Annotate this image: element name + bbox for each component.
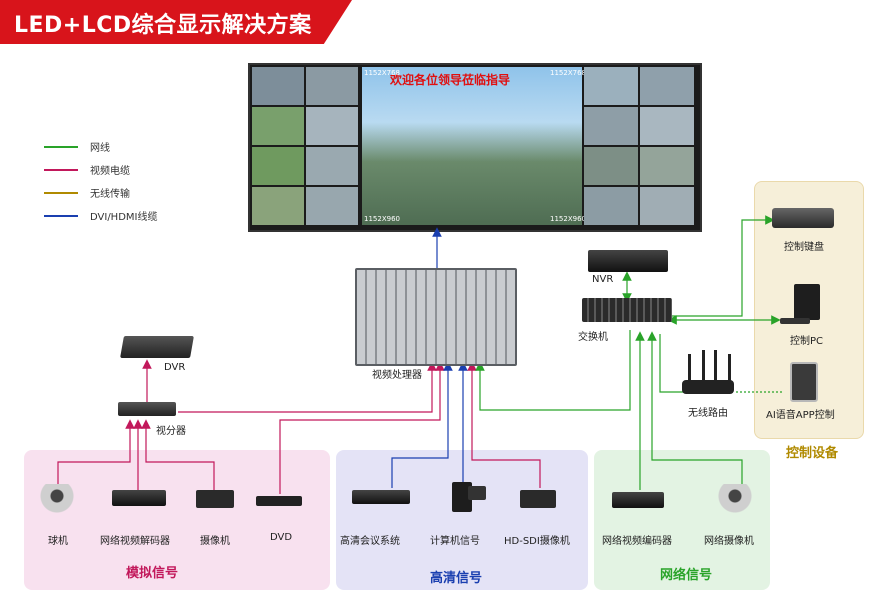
legend-item-network: 网线 bbox=[44, 139, 110, 154]
wall-tile bbox=[584, 187, 638, 225]
conference-system-device bbox=[352, 490, 410, 504]
control-group-title: 控制设备 bbox=[786, 446, 839, 461]
wall-tile bbox=[252, 147, 304, 185]
splitter-device bbox=[118, 402, 176, 416]
resolution-label: 1152X960 bbox=[364, 215, 400, 223]
network-encoder-device bbox=[612, 492, 664, 508]
resolution-label: 1152X768 bbox=[364, 69, 400, 77]
legend-swatch-magenta bbox=[44, 168, 78, 171]
wall-tile bbox=[306, 107, 358, 145]
dome-camera-icon bbox=[40, 484, 74, 514]
legend-swatch-green bbox=[44, 145, 78, 148]
resolution-label: 1152X768 bbox=[550, 69, 586, 77]
computer-tower-icon bbox=[452, 482, 472, 512]
monitor-icon bbox=[468, 486, 486, 500]
network-decoder-device bbox=[112, 490, 166, 506]
wall-tile bbox=[640, 147, 694, 185]
wall-tile bbox=[306, 67, 358, 105]
sdi-camera-icon bbox=[520, 490, 556, 508]
network-group-box bbox=[594, 450, 770, 590]
legend-swatch-gold bbox=[44, 191, 78, 194]
hd-item-label: 计算机信号 bbox=[430, 536, 480, 547]
analog-item-label: DVD bbox=[270, 532, 293, 543]
legend-label: 网线 bbox=[90, 143, 110, 154]
analog-item-label: 球机 bbox=[48, 536, 68, 547]
dvr-device bbox=[120, 336, 194, 358]
antenna-icon bbox=[714, 350, 717, 382]
dvd-device bbox=[256, 496, 302, 506]
camera-icon bbox=[196, 490, 234, 508]
control-keyboard-device bbox=[772, 208, 834, 228]
wall-tile bbox=[306, 187, 358, 225]
video-processor-label: 视频处理器 bbox=[372, 370, 422, 381]
legend-swatch-blue bbox=[44, 214, 78, 217]
resolution-label: 1152X960 bbox=[550, 215, 586, 223]
nvr-device bbox=[588, 250, 668, 272]
wall-center-image bbox=[362, 67, 582, 225]
network-camera-icon bbox=[718, 484, 752, 514]
network-group-title: 网络信号 bbox=[660, 568, 713, 583]
page-title: LED+LCD综合显示解决方案 bbox=[14, 13, 312, 38]
wall-tile bbox=[584, 67, 638, 105]
legend-item-dvi: DVI/HDMI线缆 bbox=[44, 208, 157, 223]
ai-app-label: AI语音APP控制 bbox=[766, 410, 835, 421]
network-item-label: 网络视频编码器 bbox=[602, 536, 672, 547]
splitter-label: 视分器 bbox=[156, 426, 186, 437]
analog-item-label: 摄像机 bbox=[200, 536, 230, 547]
wall-tile bbox=[252, 187, 304, 225]
wall-tile bbox=[640, 187, 694, 225]
network-item-label: 网络摄像机 bbox=[704, 536, 754, 547]
control-pc-label: 控制PC bbox=[790, 336, 824, 347]
antenna-icon bbox=[702, 350, 705, 382]
switch-label: 交换机 bbox=[578, 332, 608, 343]
nvr-label: NVR bbox=[592, 274, 614, 285]
wall-tile bbox=[584, 147, 638, 185]
wall-tile bbox=[640, 107, 694, 145]
wall-tile bbox=[584, 107, 638, 145]
title-banner bbox=[0, 0, 352, 44]
legend-item-video: 视频电缆 bbox=[44, 162, 130, 177]
hd-group-title: 高清信号 bbox=[430, 571, 483, 586]
router-label: 无线路由 bbox=[688, 408, 728, 419]
legend-item-wireless: 无线传输 bbox=[44, 185, 130, 200]
dvr-label: DVR bbox=[164, 362, 186, 373]
legend-label: DVI/HDMI线缆 bbox=[90, 212, 158, 223]
hd-item-label: HD-SDI摄像机 bbox=[504, 536, 570, 547]
hd-item-label: 高清会议系统 bbox=[340, 536, 400, 547]
video-processor bbox=[355, 268, 517, 366]
control-keyboard-label: 控制键盘 bbox=[784, 242, 824, 253]
antenna-icon bbox=[688, 354, 691, 382]
hd-group-box bbox=[336, 450, 588, 590]
wall-tile bbox=[252, 107, 304, 145]
legend-label: 无线传输 bbox=[90, 189, 130, 200]
legend-label: 视频电缆 bbox=[90, 166, 130, 177]
tablet-icon bbox=[790, 362, 818, 402]
wall-tile bbox=[306, 147, 358, 185]
analog-group-title: 模拟信号 bbox=[126, 566, 179, 581]
wall-banner-text: 欢迎各位领导莅临指导 bbox=[390, 73, 511, 87]
analog-group-box bbox=[24, 450, 330, 590]
router-device bbox=[682, 380, 734, 394]
switch-device bbox=[582, 298, 672, 322]
wall-tile bbox=[252, 67, 304, 105]
video-wall: 欢迎各位领导莅临指导 1152X768 1152X768 1152X960 11… bbox=[248, 63, 702, 232]
antenna-icon bbox=[728, 354, 731, 382]
analog-item-label: 网络视频解码器 bbox=[100, 536, 170, 547]
pc-tower-icon bbox=[794, 284, 820, 320]
wall-tile bbox=[640, 67, 694, 105]
pc-keyboard-icon bbox=[780, 318, 810, 324]
